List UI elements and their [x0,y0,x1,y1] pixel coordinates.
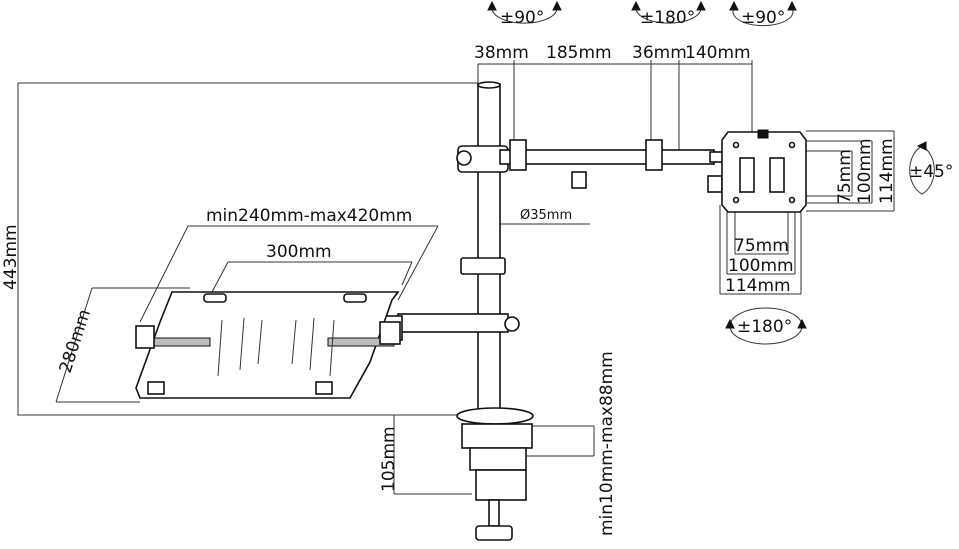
arm-dim-38: 38mm [474,43,529,63]
arm-dim-36: 36mm [632,43,687,63]
clamp-height-label: 105mm [379,426,399,492]
rotation-bottom-label: ±180° [737,317,792,337]
vesa-horizontal-114: 114mm [725,276,791,296]
pole [460,81,506,420]
rotation-top-right-label: ±90° [741,8,785,28]
tray-width-label: 300mm [266,242,332,262]
rotate-arrow-icon [909,141,935,195]
vesa-vertical-75: 75mm [835,149,855,204]
vesa-horizontal-100: 100mm [728,256,794,276]
rotate-arrow-icon [631,0,706,24]
rotate-arrow-icon [725,307,807,345]
arm-dim-185: 185mm [546,43,612,63]
rotation-arrows [487,0,935,345]
vesa-vertical-100: 100mm [855,138,875,204]
pole-diameter-label: Ø35mm [520,208,572,223]
vesa-vertical-114: 114mm [877,138,897,204]
rotate-arrow-icon [729,0,797,27]
tray-depth-label: 280mm [56,307,95,376]
arm-dim-140: 140mm [685,43,751,63]
desk-clamp [456,407,534,541]
laptop-tray [135,291,401,399]
rotation-top-mid-label: ±180° [640,8,695,28]
clamp-thickness-label: min10mm-max88mm [597,351,617,536]
rotate-arrow-icon [487,0,562,24]
tray-width-range-label: min240mm-max420mm [206,206,412,226]
vesa-plate [721,129,807,213]
rotation-tilt-label: ±45° [909,162,953,182]
dimension-lines [17,60,895,495]
upper-monitor-arm [456,139,729,193]
rotation-top-left-label: ±90° [500,8,544,28]
height-label: 443mm [1,224,21,290]
vesa-horizontal-75: 75mm [734,236,789,256]
